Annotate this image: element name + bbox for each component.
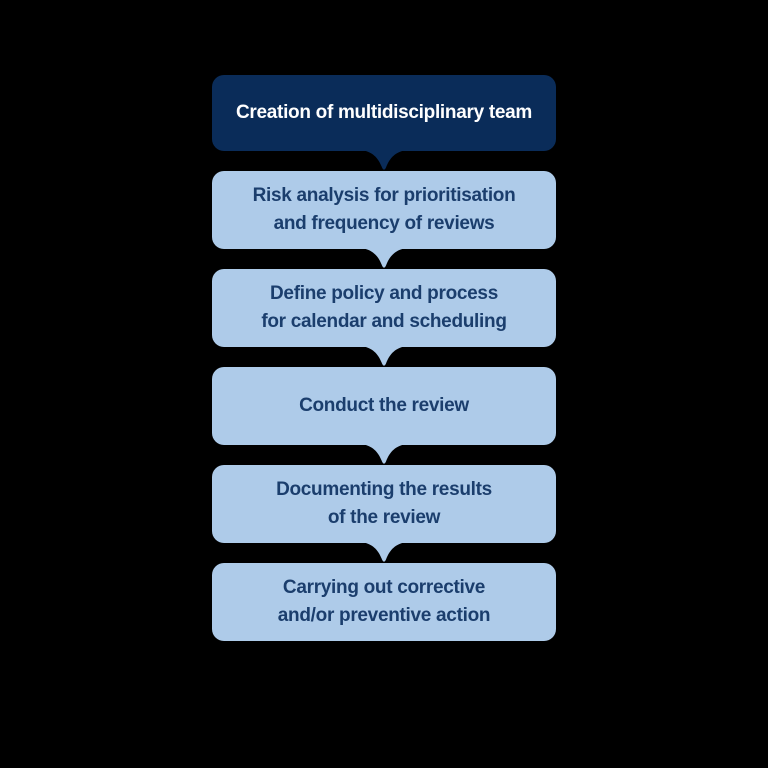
- flow-step-2: Risk analysis for prioritisation and fre…: [212, 171, 556, 268]
- step-label: Define policy and process for calendar a…: [261, 283, 507, 332]
- step-label: Conduct the review: [299, 395, 469, 416]
- connector-arrow-icon: [362, 346, 406, 366]
- connector-arrow-icon: [362, 542, 406, 562]
- step-label: Documenting the results of the review: [276, 479, 492, 528]
- step-box: Risk analysis for prioritisation and fre…: [212, 171, 556, 249]
- step-box: Documenting the results of the review: [212, 465, 556, 543]
- step-box: Carrying out corrective and/or preventiv…: [212, 563, 556, 641]
- step-box: Creation of multidisciplinary team: [212, 75, 556, 151]
- connector-arrow-icon: [362, 150, 406, 170]
- step-box: Define policy and process for calendar a…: [212, 269, 556, 347]
- connector-arrow-icon: [362, 248, 406, 268]
- flow-step-6: Carrying out corrective and/or preventiv…: [212, 563, 556, 641]
- step-label: Carrying out corrective and/or preventiv…: [277, 577, 491, 626]
- step-label: Risk analysis for prioritisation and fre…: [252, 185, 516, 234]
- step-label: Creation of multidisciplinary team: [236, 102, 532, 123]
- flowchart: Creation of multidisciplinary team Risk …: [212, 75, 556, 641]
- step-box: Conduct the review: [212, 367, 556, 445]
- flow-step-1: Creation of multidisciplinary team: [212, 75, 556, 170]
- flow-step-4: Conduct the review: [212, 367, 556, 464]
- flow-step-3: Define policy and process for calendar a…: [212, 269, 556, 366]
- flow-step-5: Documenting the results of the review: [212, 465, 556, 562]
- connector-arrow-icon: [362, 444, 406, 464]
